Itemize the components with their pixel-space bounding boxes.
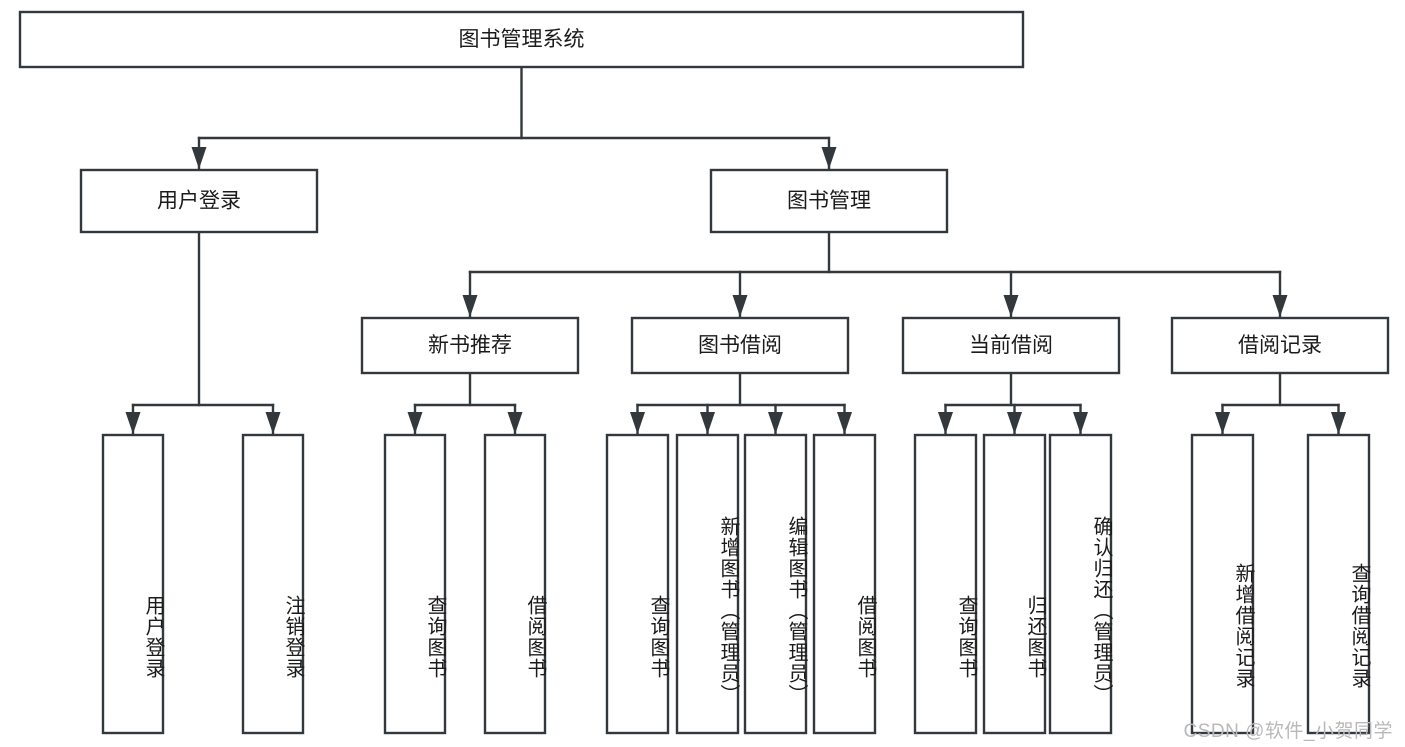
arrow-head-icon xyxy=(265,412,281,434)
node-leaf-confirm-return-admin[interactable] xyxy=(1048,433,1113,735)
node-leaf-borrow-book-recommend[interactable] xyxy=(483,433,547,735)
arrow-head-icon xyxy=(732,295,748,317)
node-user-login[interactable] xyxy=(79,168,319,234)
arrow-head-icon xyxy=(938,412,953,434)
node-label: 新书推荐 xyxy=(428,334,512,357)
boxes-layer xyxy=(18,10,1390,735)
arrow-head-icon xyxy=(700,412,715,434)
arrow-head-icon xyxy=(507,412,523,434)
node-leaf-return-book[interactable] xyxy=(982,433,1047,735)
arrow-head-icon xyxy=(191,147,207,169)
node-current-borrow[interactable] xyxy=(901,316,1121,375)
watermark-text: CSDN @软件_小贺同学 xyxy=(1183,721,1393,742)
node-label: 当前借阅 xyxy=(969,334,1053,357)
node-leaf-query-borrow-record[interactable] xyxy=(1306,433,1371,735)
node-root-root[interactable] xyxy=(18,10,1025,69)
arrow-head-icon xyxy=(1215,412,1230,434)
node-leaf-user-login[interactable] xyxy=(101,433,165,735)
node-label: 借阅记录 xyxy=(1238,334,1322,357)
node-label: 用户登录 xyxy=(157,190,241,213)
arrow-head-icon xyxy=(1007,412,1022,434)
node-label: 图书借阅 xyxy=(698,334,782,357)
node-book-borrow[interactable] xyxy=(630,316,850,375)
edges-layer xyxy=(125,65,1346,436)
arrow-head-icon xyxy=(837,412,852,434)
arrow-head-icon xyxy=(1331,412,1346,434)
node-leaf-add-book-admin[interactable] xyxy=(675,433,740,735)
arrow-head-icon xyxy=(125,412,141,434)
node-borrow-record[interactable] xyxy=(1170,316,1390,375)
node-leaf-query-book-recommend[interactable] xyxy=(383,433,447,735)
arrow-head-icon xyxy=(821,147,837,169)
node-leaf-query-book-current[interactable] xyxy=(913,433,978,735)
node-leaf-add-borrow-record[interactable] xyxy=(1190,433,1255,735)
node-leaf-user-logout[interactable] xyxy=(241,433,305,735)
node-leaf-borrow-book[interactable] xyxy=(812,433,877,735)
node-label: 图书管理系统 xyxy=(459,28,585,51)
arrow-head-icon xyxy=(407,412,423,434)
node-leaf-query-book-borrow[interactable] xyxy=(605,433,670,735)
node-book-management[interactable] xyxy=(709,168,949,234)
arrow-head-icon xyxy=(630,412,645,434)
arrow-head-icon xyxy=(462,295,478,317)
node-leaf-edit-book-admin[interactable] xyxy=(743,433,808,735)
arrow-head-icon xyxy=(1003,295,1019,317)
arrow-head-icon xyxy=(768,412,783,434)
node-label: 图书管理 xyxy=(787,190,871,213)
node-new-book-recommend[interactable] xyxy=(360,316,580,375)
arrow-head-icon xyxy=(1272,295,1288,317)
arrow-head-icon xyxy=(1073,412,1088,434)
